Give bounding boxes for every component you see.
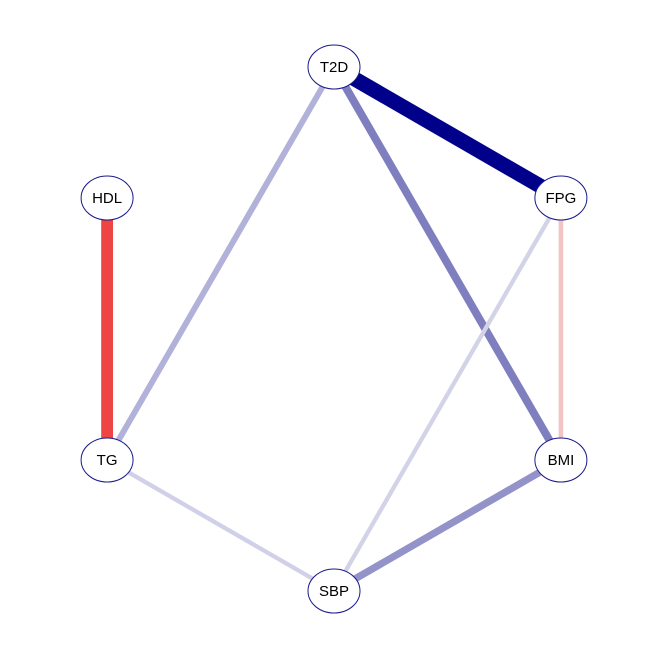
node-layer: T2D FPG BMI SBP TG HDL — [80, 44, 588, 614]
node-fpg: FPG — [534, 175, 588, 221]
node-circle — [307, 568, 361, 614]
node-circle — [80, 175, 134, 221]
node-circle — [534, 175, 588, 221]
node-label: FPG — [545, 190, 576, 207]
node-t2d: T2D — [307, 44, 361, 90]
edge-t2d-fpg — [330, 60, 565, 205]
node-label: T2D — [320, 59, 349, 76]
edge-t2d-bmi — [330, 65, 565, 462]
node-bmi: BMI — [534, 437, 588, 483]
node-label: SBP — [319, 583, 349, 600]
node-hdl: HDL — [80, 175, 134, 221]
node-tg: TG — [80, 437, 134, 483]
edge-fpg-sbp — [332, 196, 563, 593]
node-sbp: SBP — [307, 568, 361, 614]
edge-layer — [101, 60, 565, 595]
node-circle — [534, 437, 588, 483]
node-label: BMI — [548, 452, 575, 469]
node-circle — [80, 437, 134, 483]
edge-t2d-tg — [104, 65, 337, 462]
node-circle — [307, 44, 361, 90]
edge-bmi-sbp — [332, 456, 563, 595]
node-label: HDL — [92, 190, 122, 207]
node-label: TG — [97, 452, 118, 469]
edge-tg-sbp — [106, 458, 336, 593]
